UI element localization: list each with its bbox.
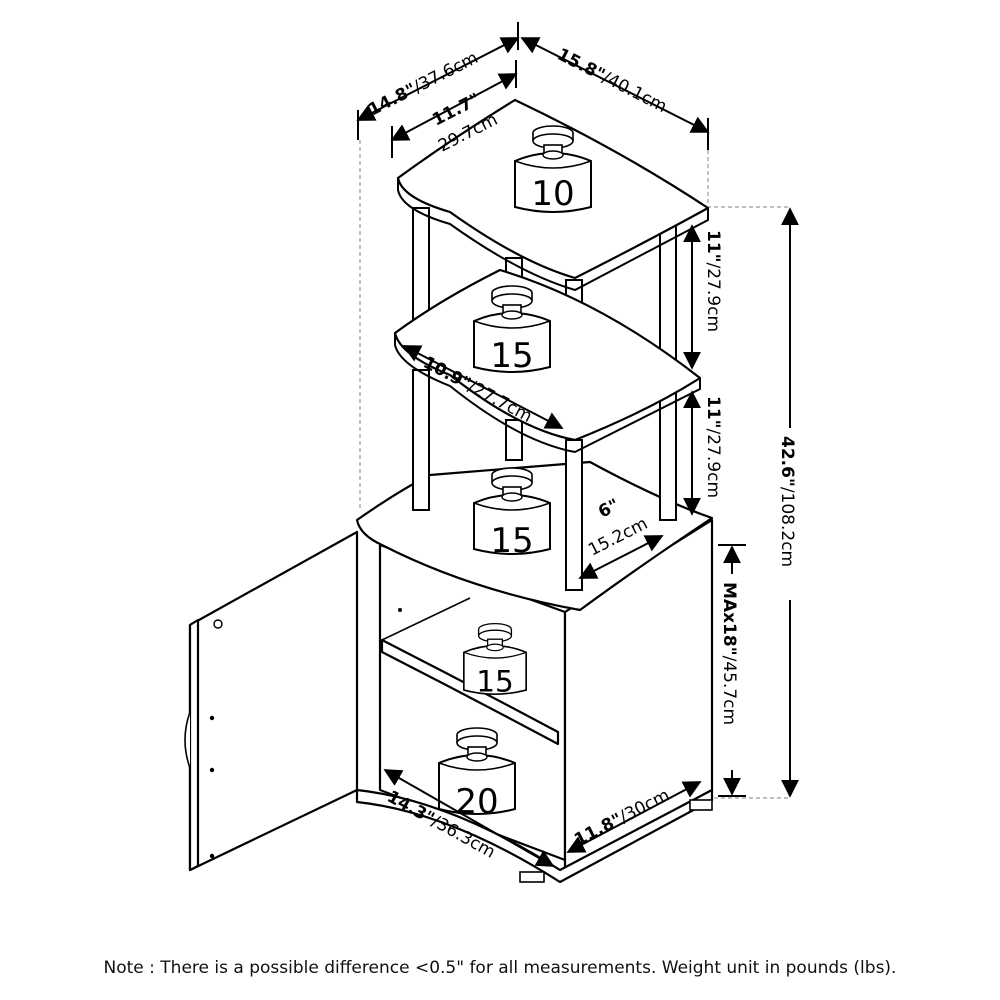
dim-width-total: 15.8"/40.1cm bbox=[554, 45, 670, 117]
weight-third: 15 bbox=[473, 467, 551, 561]
dim-line-width-total bbox=[520, 37, 710, 133]
dim-line-shelf-width bbox=[402, 345, 564, 429]
cabinet-door bbox=[184, 530, 359, 872]
weight-third-label: 15 bbox=[490, 521, 533, 561]
dim-shelf-gap-mid: 11"/27.9cm bbox=[703, 396, 723, 498]
measurement-note: Note : There is a possible difference <0… bbox=[103, 958, 897, 978]
front-post bbox=[412, 369, 430, 511]
dim-shelf-gap-top: 11"/27.9cm bbox=[703, 230, 723, 332]
weight-cabinet-bottom-label: 20 bbox=[455, 782, 498, 822]
dim-line-depth-top bbox=[390, 73, 518, 141]
dim-height-total: 42.6"/108.2cm bbox=[777, 436, 797, 567]
weight-second-label: 15 bbox=[490, 336, 533, 376]
weight-cabinet-shelf-label: 15 bbox=[476, 665, 514, 699]
weight-cabinet-shelf: 15 bbox=[463, 622, 527, 699]
weight-top: 10 bbox=[514, 125, 592, 214]
dim-line-base-width bbox=[383, 769, 555, 867]
weight-top-label: 10 bbox=[531, 174, 574, 214]
dim-cabinet-max: MAx18"/45.7cm bbox=[719, 582, 739, 725]
dim-line-base-depth bbox=[566, 781, 702, 853]
front-post bbox=[565, 439, 583, 591]
dim-line-post-offset bbox=[578, 535, 664, 579]
